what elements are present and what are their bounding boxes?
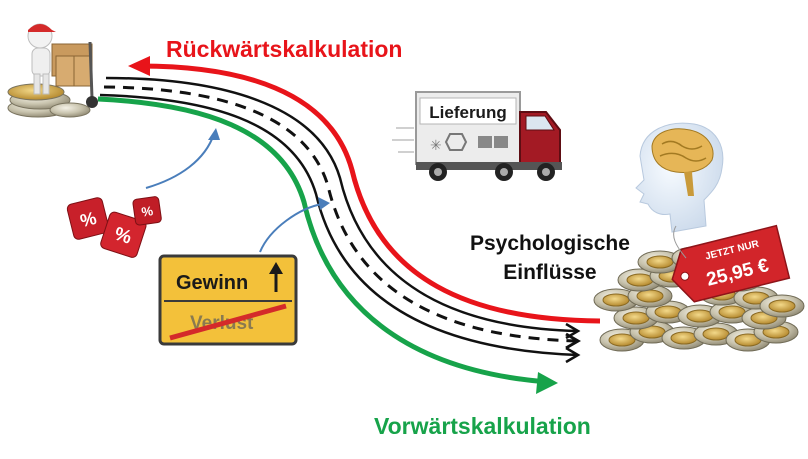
arrow-up-icon: [269, 262, 283, 292]
forward-arrowhead: [536, 372, 558, 394]
road-centerline-arrowhead: [565, 332, 581, 350]
sign-gewinn-text: Gewinn: [176, 272, 248, 294]
road: [97, 56, 601, 394]
brain-head-icon: [635, 122, 724, 233]
coin-center: [768, 299, 796, 313]
backward-arrowhead: [128, 56, 150, 76]
die-percent-label: %: [112, 224, 135, 249]
psych-line-2: Einflüsse: [503, 261, 597, 284]
dice-icon: % % %: [66, 196, 162, 258]
coin-center: [686, 309, 714, 323]
delivery-person-icon: [7, 23, 98, 118]
coin-center: [622, 311, 650, 325]
coin-center: [646, 255, 674, 269]
sign-influence-arrow: [259, 203, 323, 253]
coin-center: [670, 331, 698, 345]
coin-center: [636, 289, 664, 303]
svg-text:✳: ✳: [430, 138, 442, 154]
road-edge-bottom-arrowhead: [565, 346, 581, 364]
psychological-influences-label: Psychologische Einflüsse: [470, 229, 630, 287]
backward-calculation-label: Rückwärtskalkulation: [166, 36, 403, 62]
road-edge-bottom: [99, 93, 579, 357]
psych-line-1: Psychologische: [470, 232, 630, 255]
forward-curve: [97, 96, 549, 385]
verlust-strike: [169, 303, 287, 341]
dice-influence-arrow: [145, 133, 215, 189]
coin-center: [608, 333, 636, 347]
coin-center: [626, 273, 654, 287]
influence-arrows: [145, 128, 330, 253]
road-sign-icon: Gewinn Verlust: [158, 254, 298, 346]
price-tag-icon: JETZT NUR 25,95 €: [671, 224, 791, 303]
truck-label: Lieferung: [429, 103, 506, 122]
road-centerline: [103, 85, 579, 343]
tag-string: [673, 225, 687, 259]
coin-center: [702, 327, 730, 341]
coin-center: [654, 305, 682, 319]
forward-calculation-label: Vorwärtskalkulation: [374, 413, 591, 439]
backward-curve: [139, 63, 601, 324]
coin-center: [602, 293, 630, 307]
die-percent-label: %: [78, 208, 98, 231]
truck-icon: Lieferung ✳: [392, 91, 562, 181]
coin-center: [718, 305, 746, 319]
road-edge-top: [105, 76, 579, 333]
die-percent-label: %: [140, 203, 154, 220]
